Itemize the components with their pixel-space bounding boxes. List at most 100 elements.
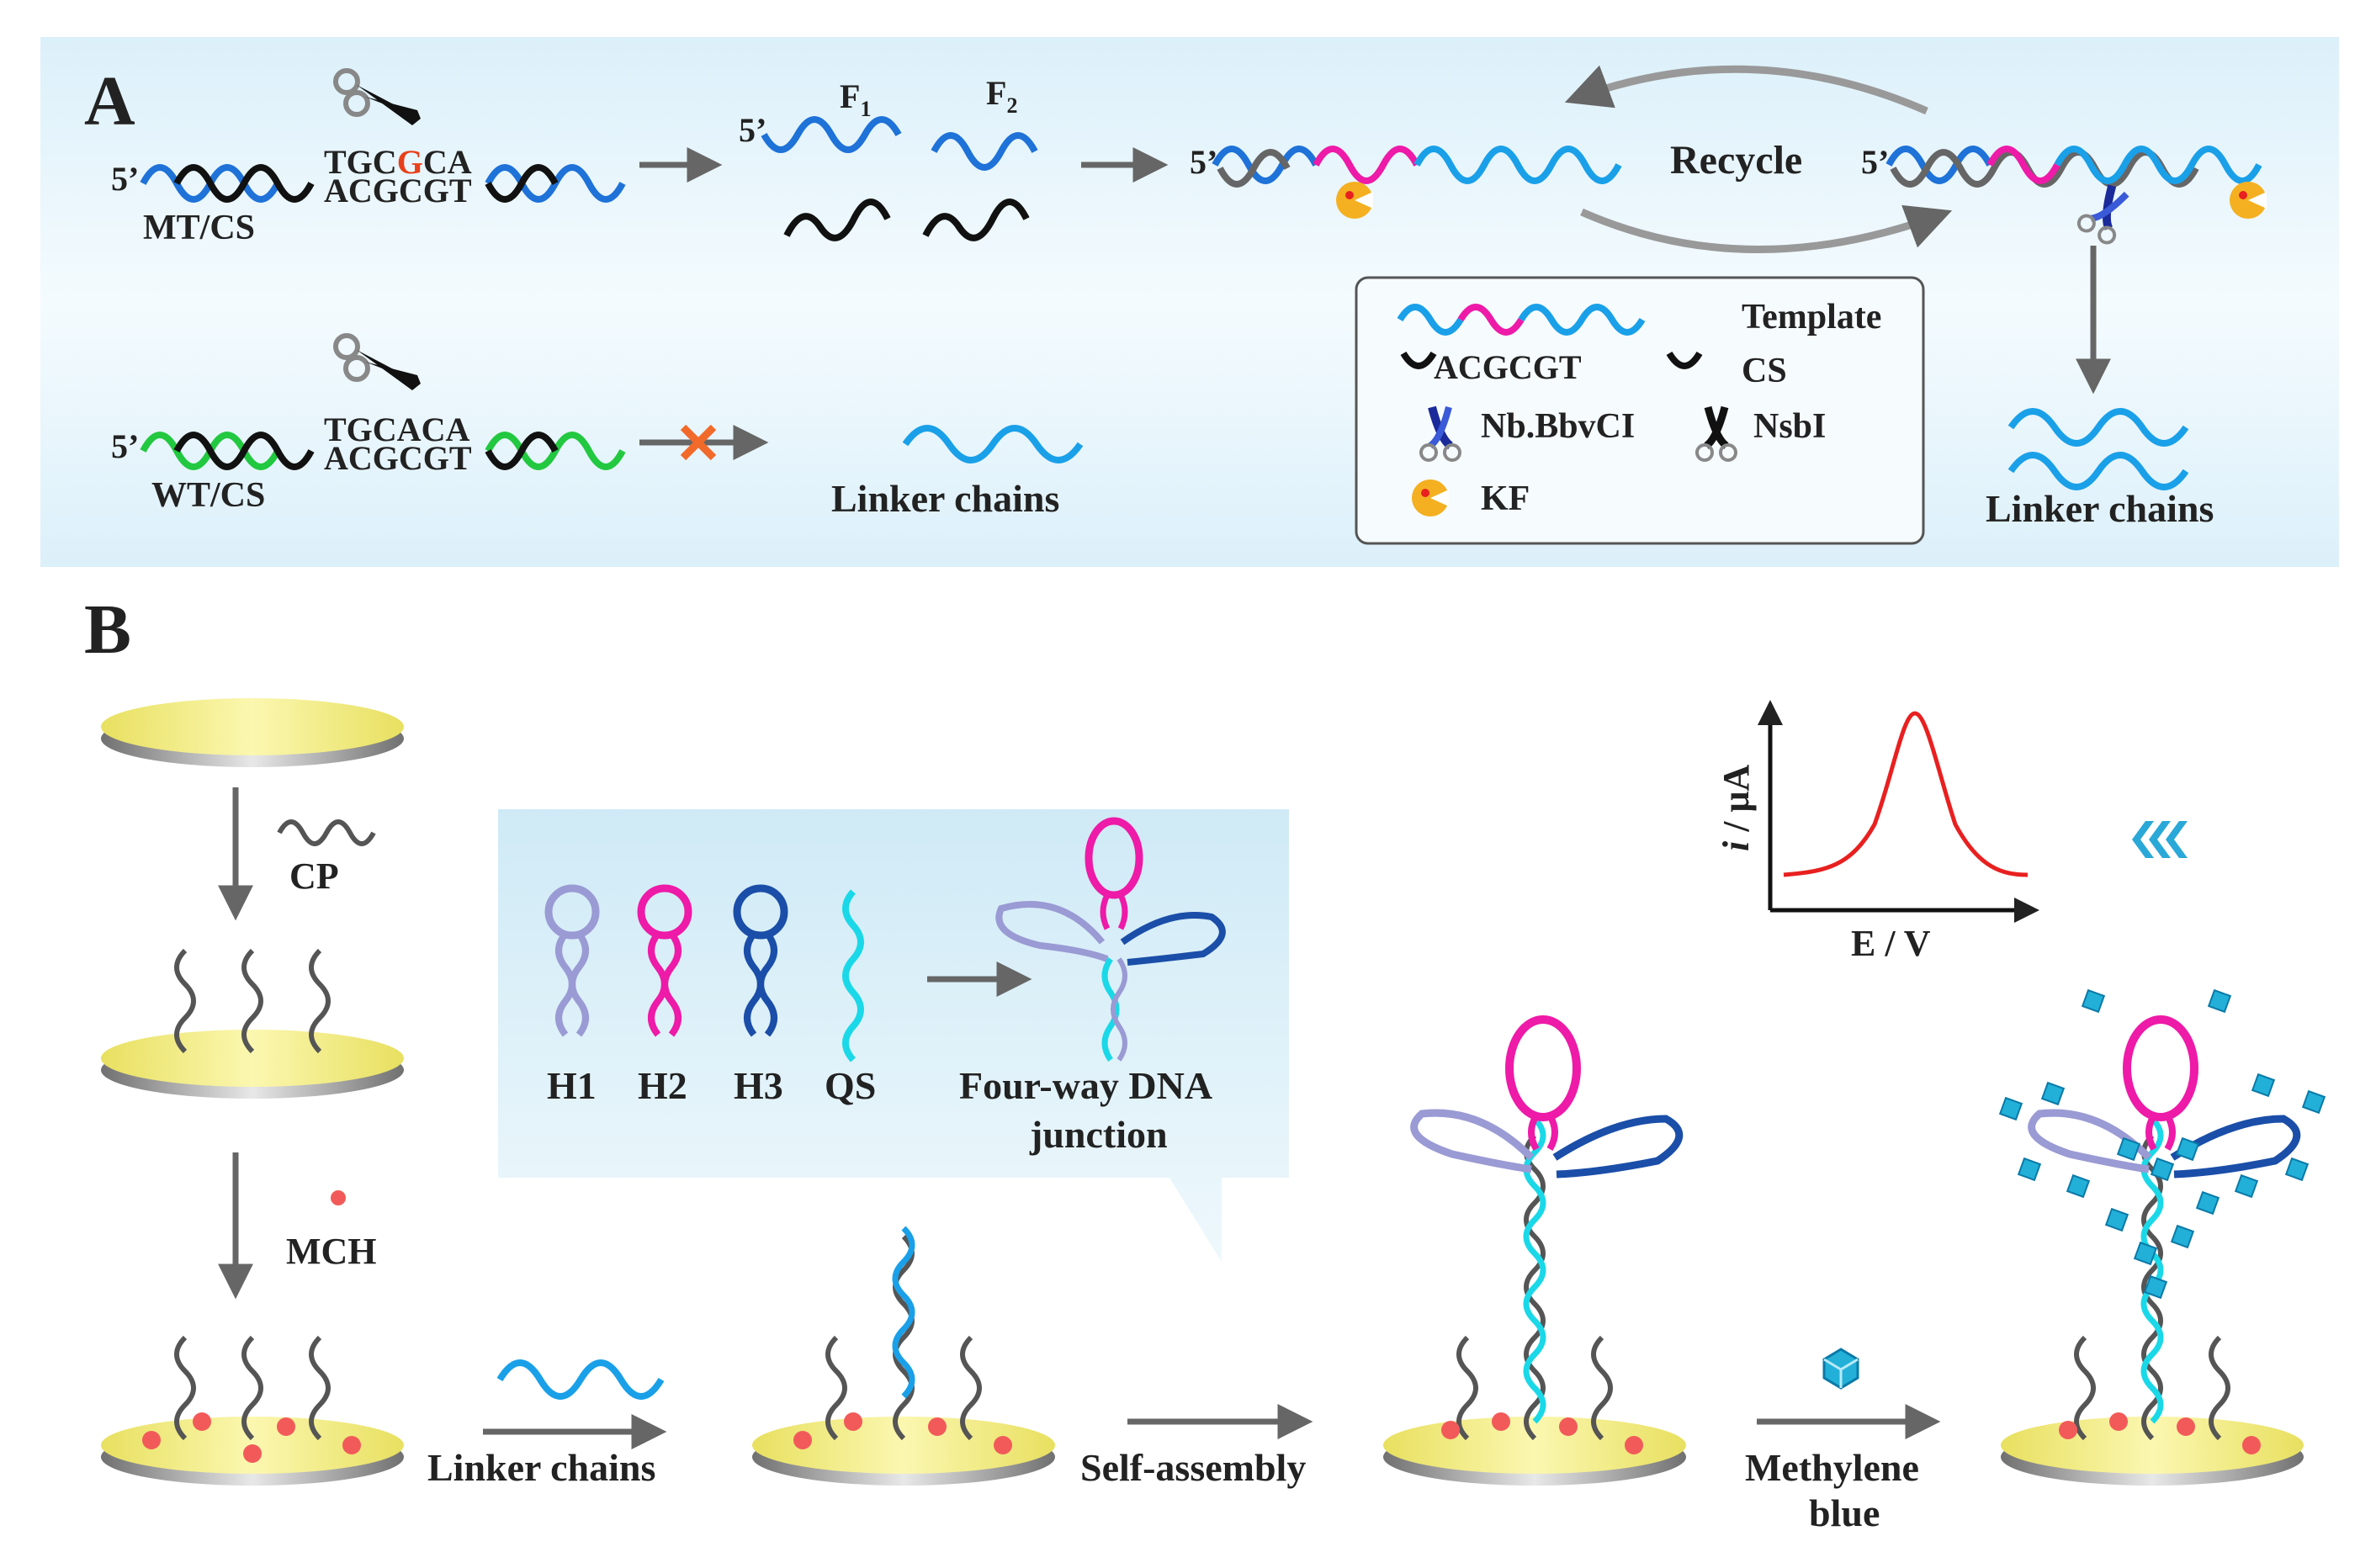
- mb-cp-strand-2: [2141, 1133, 2163, 1441]
- mb-electrode: [1998, 988, 2326, 1486]
- legend-frame: [1355, 276, 1925, 545]
- nsbi-scissors-icon-wt: [333, 333, 421, 390]
- wt-cs-strand-right: [485, 432, 559, 470]
- f2-label: F2: [986, 74, 1017, 118]
- hairpin-h3: [733, 884, 788, 1037]
- mb-h1-arm: [2028, 1109, 2152, 1173]
- wt-cs-duplex: 5’ TGCACA ACGCGT WT/CS: [111, 333, 626, 515]
- junction-h2-stem: [1528, 1113, 1558, 1152]
- extended-five-prime: 5’: [1861, 143, 1889, 181]
- template-nicking-site: [1313, 146, 1420, 184]
- wt-top-seq: TGCACA: [324, 411, 469, 448]
- f1-label: F1: [840, 77, 871, 121]
- mt-top-seq: TGCGCA: [324, 143, 472, 181]
- mb-mch-dot-3: [2177, 1417, 2195, 1436]
- no-reaction-cross-icon: [680, 424, 717, 461]
- self-assembly-label: Self-assembly: [1080, 1446, 1306, 1489]
- linker-mch-dot-1: [793, 1431, 812, 1449]
- recycle-arrow-top: [1564, 65, 1928, 115]
- methylene-label-line1: Methylene: [1745, 1446, 1919, 1489]
- fragment-f1: [761, 116, 902, 153]
- junction-label-line1: Four-way DNA: [959, 1064, 1212, 1107]
- intercalated-mb-cubes: [1998, 988, 2326, 1300]
- legend-template-a: [1397, 304, 1464, 336]
- extended-nick-site: [1986, 146, 2060, 184]
- legend-cs-label: CS: [1742, 352, 1787, 390]
- extended-duplex: 5’: [1861, 143, 2267, 245]
- junction-small: [995, 817, 1226, 1062]
- cs-fragment-2: [922, 199, 1030, 241]
- template-linker-region: [1413, 146, 1622, 184]
- mt-five-prime: 5’: [111, 160, 139, 198]
- legend-kf-label: KF: [1481, 479, 1530, 518]
- mch-label: MCH: [286, 1231, 377, 1272]
- panel-a: A 5’ TGCGCA ACGCGT MT/CS 5’ F1: [40, 37, 2339, 567]
- legend-kf-icon: [1412, 479, 1449, 516]
- mb-h2-loop: [2123, 1015, 2198, 1121]
- recycle-loop: Recycle: [1564, 65, 1953, 253]
- hairpin-h1: [544, 884, 600, 1037]
- mb-cp-strand-1: [2074, 1335, 2096, 1441]
- mch-electrode: [101, 1335, 404, 1486]
- linker-chain-icon: [496, 1359, 665, 1400]
- junction-electrode: [1383, 1015, 1686, 1486]
- legend-nb-label: Nb.BbvCI: [1481, 407, 1635, 446]
- cp-strand-3: [309, 948, 331, 1054]
- bare-electrode-top: [101, 698, 404, 755]
- junction-label-line2: junction: [1029, 1113, 1168, 1156]
- cp-electrode: [101, 948, 404, 1099]
- legend-cs-right: [1666, 351, 1703, 369]
- linker-mch-dot-3: [928, 1417, 947, 1436]
- extended-linker-region: [2054, 146, 2262, 184]
- mch-icon: [331, 1190, 346, 1205]
- fragments: 5’ F1 F2: [739, 74, 1038, 241]
- wt-bottom-seq: ACGCGT: [324, 439, 472, 477]
- mt-cs-label: MT/CS: [143, 209, 255, 247]
- legend-template-b: [1457, 304, 1525, 336]
- junction-h3-arm: [1552, 1115, 1684, 1179]
- legend-nsbi-label: NsbI: [1753, 407, 1826, 446]
- legend-nsbi-icon: [1695, 405, 1737, 462]
- junction-mch-dot-2: [1492, 1412, 1510, 1431]
- panel-b: B CP MCH: [84, 591, 2326, 1534]
- junction-callout: H1 H2 H3 QS Four-way DNA junction: [498, 809, 1289, 1262]
- cp-probe-icon: [277, 819, 376, 846]
- cp-strand-1: [174, 948, 196, 1054]
- wt-cs-label: WT/CS: [151, 476, 265, 515]
- cp-electrode-top: [101, 1030, 404, 1087]
- junction-mch-dot-1: [1441, 1421, 1460, 1439]
- linker-cp-strand-2: [893, 1234, 915, 1441]
- linker-electrode: [752, 1226, 1055, 1486]
- wt-five-prime: 5’: [111, 427, 139, 465]
- mch-dot-1: [142, 1431, 161, 1449]
- legend-template-label: Template: [1742, 298, 1881, 336]
- template-bound-f1: [1217, 149, 1291, 188]
- junction-cp-strand-2: [1524, 1133, 1546, 1441]
- mb-mch-dot-1: [2059, 1421, 2077, 1439]
- template-primer-complex: 5’: [1190, 143, 1622, 219]
- methylene-label-line2: blue: [1809, 1491, 1880, 1534]
- cs-strand-right: [485, 164, 559, 203]
- recycle-label: Recycle: [1670, 138, 1802, 183]
- nsbi-scissors-icon: [333, 68, 421, 125]
- mb-cp-strand-3: [2209, 1335, 2230, 1441]
- released-linkers: Linker chains: [1986, 408, 2214, 530]
- template-primer: [1212, 146, 1319, 184]
- y-axis-label: i / μA: [1716, 765, 1757, 851]
- linker-mch-dot-2: [844, 1412, 862, 1431]
- linker-cp-strand-3: [960, 1335, 982, 1441]
- mch-cp-strand-1: [174, 1335, 196, 1441]
- legend-cs-left: [1400, 351, 1437, 369]
- mch-dot-4: [277, 1417, 295, 1436]
- mb-mch-dot-4: [2242, 1436, 2261, 1454]
- methylene-blue-icon: [1822, 1348, 1859, 1390]
- callout-bubble: [498, 809, 1289, 1262]
- junction-h1-arm: [1410, 1109, 1535, 1173]
- fragment-f2: [931, 132, 1038, 171]
- nb-bbvci-nicking-icon: [2076, 184, 2129, 245]
- qs-label: QS: [825, 1064, 876, 1107]
- legend-cs-seq: ACGCGT: [1434, 348, 1582, 386]
- bare-electrode: [101, 698, 404, 767]
